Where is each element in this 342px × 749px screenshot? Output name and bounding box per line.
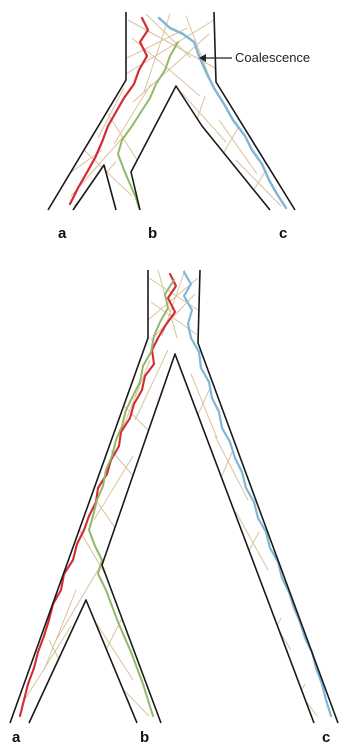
top-lineage-a-path [70, 18, 148, 204]
bottom-gene-tree: a b c [10, 270, 338, 746]
top-gene-tree: Coalescence a b c [48, 12, 310, 242]
bottom-lineage-c-path [184, 272, 331, 716]
top-lineage-paths [70, 18, 286, 208]
top-lineage-c-path [159, 18, 286, 208]
bottom-label-c: c [322, 729, 330, 746]
top-label-b: b [148, 225, 157, 242]
bottom-lineage-paths [20, 272, 331, 716]
top-label-c: c [279, 225, 287, 242]
bottom-background-genealogy [22, 270, 317, 718]
coalescence-label: Coalescence [235, 50, 310, 65]
bottom-lineage-b-path [89, 280, 174, 716]
bottom-label-a: a [12, 729, 21, 746]
top-lineage-b-path [118, 42, 178, 208]
top-label-a: a [58, 225, 67, 242]
bottom-label-b: b [140, 729, 149, 746]
top-background-genealogy [63, 14, 281, 208]
bottom-branch-outline [10, 270, 338, 723]
